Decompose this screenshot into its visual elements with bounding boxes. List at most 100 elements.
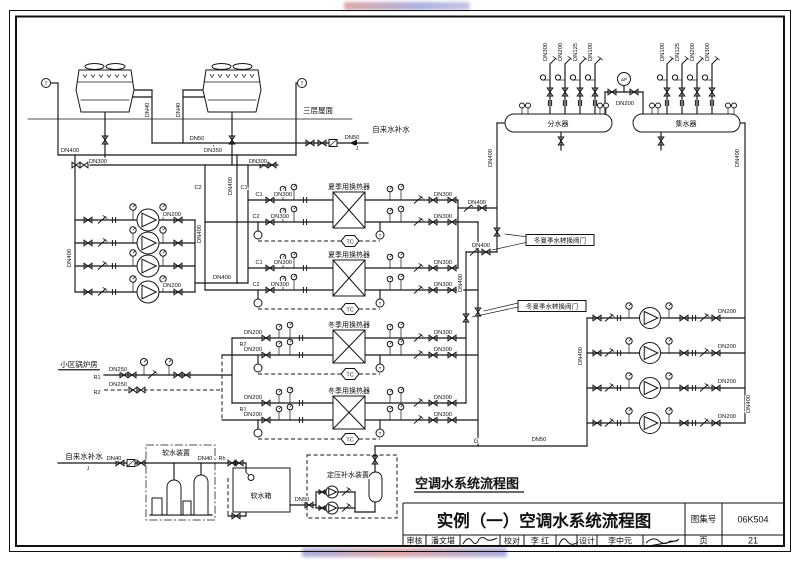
- sensor-icon: [375, 428, 385, 438]
- check-label: 校对: [504, 536, 520, 546]
- valve-icon: [592, 349, 602, 357]
- pipe-label: DN50: [295, 497, 310, 503]
- pipe-label: DN125: [573, 43, 579, 61]
- float-valve-icon: [245, 471, 255, 481]
- temperature-controller-icon: [340, 235, 360, 247]
- check-valve-icon: [413, 217, 424, 226]
- branch-tick-icon: [579, 56, 588, 65]
- pipe-label: DN200: [718, 344, 736, 350]
- check-valve-icon: [147, 370, 158, 379]
- controller-label: TC: [346, 308, 353, 314]
- city-water-label: 自来水补水: [65, 451, 103, 461]
- softener-column-icon: [151, 497, 163, 516]
- pressure-gauge-icon: [275, 323, 283, 339]
- pipe-label: DN125: [675, 43, 681, 61]
- riser-gauge-icon: [569, 74, 581, 81]
- valve-icon: [663, 87, 671, 97]
- thermometer-icon: [41, 78, 51, 88]
- flange-icon: [111, 263, 117, 269]
- sensor-label: T: [379, 233, 382, 238]
- heat-exchanger-icon: [332, 329, 366, 364]
- valve-icon: [447, 196, 457, 204]
- equipment-label: 夏季用换热器: [328, 250, 370, 259]
- riser-gauge-icon: [686, 74, 698, 81]
- pipe-label: DN400: [213, 275, 231, 281]
- capsule-gauge-pair-icon: [725, 102, 737, 115]
- pressure-gauge-icon: [279, 253, 287, 269]
- pipe-label: G: [474, 439, 479, 445]
- check-valve-icon: [97, 261, 108, 270]
- pressure-gauge-icon: [286, 386, 294, 404]
- riser-gauge-icon: [656, 74, 668, 81]
- pump-icon: [136, 254, 160, 278]
- sensor-icon: [253, 363, 263, 373]
- pump-icon: [639, 307, 661, 329]
- flange-icon: [302, 265, 308, 271]
- valve-icon: [261, 399, 271, 407]
- pressure-gauge-icon: [290, 251, 298, 269]
- valve-icon: [693, 87, 701, 97]
- check-valve-icon: [699, 348, 710, 357]
- sensor-icon: [253, 428, 263, 438]
- check-valve-icon: [97, 215, 108, 224]
- controller-label: TC: [346, 240, 353, 246]
- valve-icon: [136, 386, 146, 394]
- pipe-label: DN300: [274, 192, 292, 198]
- note-box: [525, 234, 595, 246]
- pressure-gauge-icon: [286, 403, 294, 421]
- valve-icon: [173, 239, 183, 247]
- atlas-number-label: 图集号: [691, 514, 717, 524]
- flange-icon: [302, 219, 308, 225]
- pipe-label: DN300: [271, 282, 289, 288]
- pump-icon: [136, 231, 160, 255]
- flange-icon: [577, 100, 583, 106]
- pipe-label: DN300: [434, 412, 452, 418]
- flange-icon: [298, 352, 304, 358]
- pressure-gauge-icon: [386, 253, 394, 269]
- valve-icon: [576, 87, 584, 97]
- pressure-gauge-icon: [279, 275, 287, 291]
- frame-inner: [15, 15, 785, 547]
- check-valve-icon: [341, 487, 352, 496]
- pressure-gauge-icon: [279, 207, 287, 223]
- valve-icon: [428, 334, 438, 342]
- flange-icon: [694, 100, 700, 106]
- check-valve-icon: [699, 313, 710, 322]
- watermark-top: [344, 2, 470, 10]
- pressure-gauge-icon: [159, 203, 167, 221]
- valve-icon: [265, 264, 275, 272]
- roof-level-label: 三层屋面: [303, 106, 333, 115]
- review-label: 审核: [407, 536, 423, 546]
- pipe-label: DN400: [228, 177, 234, 195]
- pipe-label: DN200: [718, 309, 736, 315]
- valve-icon: [317, 139, 327, 147]
- pressurization-unit-boundary: [306, 454, 398, 519]
- pressure-gauge-icon: [129, 203, 137, 221]
- pressure-gauge-icon: [159, 226, 167, 244]
- pressure-gauge-icon: [625, 302, 633, 319]
- pipe-label: DN400: [458, 274, 464, 292]
- valve-icon: [231, 512, 241, 520]
- riser-gauge-icon: [701, 74, 713, 81]
- branch-tick-icon: [666, 56, 675, 65]
- pressure-gauge-icon: [286, 321, 294, 339]
- flow-arrow-icon: [350, 139, 357, 147]
- pressure-gauge-icon: [665, 372, 673, 389]
- pressure-gauge-icon: [625, 372, 633, 389]
- valve-icon: [128, 386, 138, 394]
- pipe-label: DN300: [543, 43, 549, 61]
- pipe-label: DN300: [434, 347, 452, 353]
- valve-icon: [173, 216, 183, 224]
- pipe-label: DN40: [107, 456, 122, 462]
- valve-note: 冬夏季水转换阀门: [534, 236, 586, 245]
- flange-icon: [616, 315, 622, 321]
- pressure-gauge-icon: [386, 323, 394, 339]
- sensor-label: T: [300, 82, 303, 88]
- riser-gauge-icon: [584, 74, 596, 81]
- pipe-label: DN400: [61, 148, 79, 154]
- valve-note: 冬夏季水转换阀门: [526, 302, 578, 311]
- equipment-label: 夏季用换热器: [328, 182, 370, 191]
- pipe-label: DN300: [434, 214, 452, 220]
- equipment-label: 冬季用换热器: [328, 386, 370, 395]
- design-label: 设计: [579, 536, 595, 546]
